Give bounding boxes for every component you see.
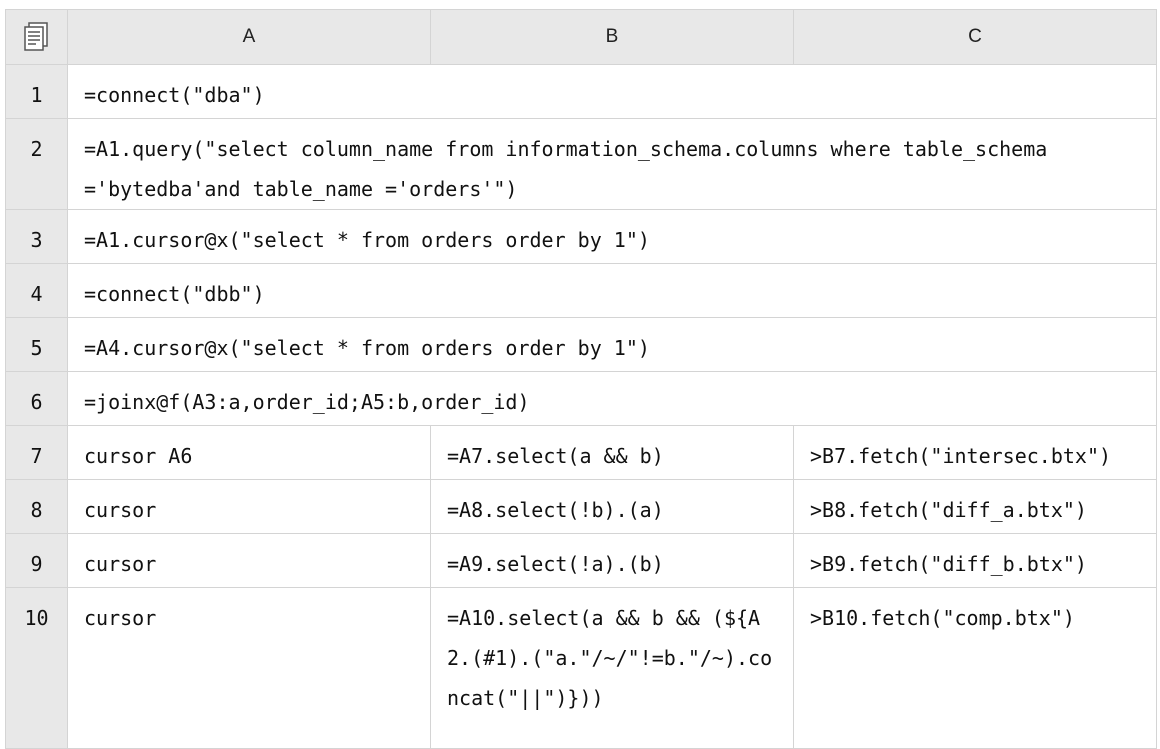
cell-b7-text: =A7.select(a && b) bbox=[447, 444, 664, 468]
cell-a6[interactable]: =joinx@f(A3:a,order_id;A5:b,order_id) bbox=[67, 371, 1157, 426]
cell-a10-text: cursor bbox=[84, 606, 157, 630]
cell-a8-text: cursor bbox=[84, 498, 157, 522]
row-number[interactable]: 3 bbox=[5, 209, 68, 264]
cell-b10[interactable]: =A10.select(a && b && (${A2.(#1).("a."/~… bbox=[430, 587, 794, 749]
sheet-menu-icon[interactable] bbox=[22, 21, 52, 53]
table-row: 6 =joinx@f(A3:a,order_id;A5:b,order_id) bbox=[5, 371, 1157, 426]
row-number-label: 5 bbox=[30, 336, 43, 360]
cell-a3-text: =A1.cursor@x("select * from orders order… bbox=[84, 228, 650, 252]
table-row: 8 cursor =A8.select(!b).(a) >B8.fetch("d… bbox=[5, 479, 1157, 534]
cell-b9-text: =A9.select(!a).(b) bbox=[447, 552, 664, 576]
row-number[interactable]: 10 bbox=[5, 587, 68, 749]
column-header-row: A B C bbox=[5, 9, 1157, 65]
column-header-b[interactable]: B bbox=[430, 9, 794, 65]
cell-c10-text: >B10.fetch("comp.btx") bbox=[810, 606, 1075, 630]
row-number-label: 1 bbox=[30, 83, 43, 107]
cell-b10-text: =A10.select(a && b && (${A2.(#1).("a."/~… bbox=[447, 606, 773, 710]
cell-b9[interactable]: =A9.select(!a).(b) bbox=[430, 533, 794, 588]
table-row: 3 =A1.cursor@x("select * from orders ord… bbox=[5, 209, 1157, 264]
row-number[interactable]: 8 bbox=[5, 479, 68, 534]
cell-b8[interactable]: =A8.select(!b).(a) bbox=[430, 479, 794, 534]
row-number-label: 4 bbox=[30, 282, 43, 306]
table-row: 5 =A4.cursor@x("select * from orders ord… bbox=[5, 317, 1157, 372]
cell-a1[interactable]: =connect("dba") bbox=[67, 64, 1157, 119]
row-number[interactable]: 6 bbox=[5, 371, 68, 426]
table-row: 9 cursor =A9.select(!a).(b) >B9.fetch("d… bbox=[5, 533, 1157, 588]
cell-a8[interactable]: cursor bbox=[67, 479, 431, 534]
table-row: 7 cursor A6 =A7.select(a && b) >B7.fetch… bbox=[5, 425, 1157, 480]
row-number-label: 10 bbox=[24, 606, 49, 630]
cell-a9-text: cursor bbox=[84, 552, 157, 576]
cell-c9[interactable]: >B9.fetch("diff_b.btx") bbox=[793, 533, 1157, 588]
column-header-a[interactable]: A bbox=[67, 9, 431, 65]
cell-c7-text: >B7.fetch("intersec.btx") bbox=[810, 444, 1112, 468]
row-number-label: 6 bbox=[30, 390, 43, 414]
row-number-label: 8 bbox=[30, 498, 43, 522]
cell-a7[interactable]: cursor A6 bbox=[67, 425, 431, 480]
table-row: 10 cursor =A10.select(a && b && (${A2.(#… bbox=[5, 587, 1157, 749]
cell-a1-text: =connect("dba") bbox=[84, 83, 265, 107]
table-row: 2 =A1.query("select column_name from inf… bbox=[5, 118, 1157, 210]
row-number-label: 9 bbox=[30, 552, 43, 576]
cell-a5[interactable]: =A4.cursor@x("select * from orders order… bbox=[67, 317, 1157, 372]
cell-a10[interactable]: cursor bbox=[67, 587, 431, 749]
table-row: 4 =connect("dbb") bbox=[5, 263, 1157, 318]
cell-a4-text: =connect("dbb") bbox=[84, 282, 265, 306]
row-number[interactable]: 9 bbox=[5, 533, 68, 588]
cell-b7[interactable]: =A7.select(a && b) bbox=[430, 425, 794, 480]
cell-a7-text: cursor A6 bbox=[84, 444, 193, 468]
row-number-label: 7 bbox=[30, 444, 43, 468]
cell-a9[interactable]: cursor bbox=[67, 533, 431, 588]
row-number[interactable]: 2 bbox=[5, 118, 68, 210]
column-header-c[interactable]: C bbox=[793, 9, 1157, 65]
row-number-label: 2 bbox=[30, 137, 43, 161]
cell-c8-text: >B8.fetch("diff_a.btx") bbox=[810, 498, 1087, 522]
spreadsheet-grid: A B C 1 =connect("dba") 2 =A1.query("sel… bbox=[5, 9, 1157, 749]
row-number[interactable]: 1 bbox=[5, 64, 68, 119]
cell-c9-text: >B9.fetch("diff_b.btx") bbox=[810, 552, 1087, 576]
cell-a2[interactable]: =A1.query("select column_name from infor… bbox=[67, 118, 1157, 210]
corner-cell[interactable] bbox=[5, 9, 68, 65]
cell-a5-text: =A4.cursor@x("select * from orders order… bbox=[84, 336, 650, 360]
cell-b8-text: =A8.select(!b).(a) bbox=[447, 498, 664, 522]
cell-c7[interactable]: >B7.fetch("intersec.btx") bbox=[793, 425, 1157, 480]
row-number[interactable]: 7 bbox=[5, 425, 68, 480]
cell-a2-text: =A1.query("select column_name from infor… bbox=[84, 137, 1060, 201]
row-number-label: 3 bbox=[30, 228, 43, 252]
row-number[interactable]: 4 bbox=[5, 263, 68, 318]
cell-a6-text: =joinx@f(A3:a,order_id;A5:b,order_id) bbox=[84, 390, 530, 414]
table-row: 1 =connect("dba") bbox=[5, 64, 1157, 119]
cell-c10[interactable]: >B10.fetch("comp.btx") bbox=[793, 587, 1157, 749]
cell-c8[interactable]: >B8.fetch("diff_a.btx") bbox=[793, 479, 1157, 534]
cell-a3[interactable]: =A1.cursor@x("select * from orders order… bbox=[67, 209, 1157, 264]
row-number[interactable]: 5 bbox=[5, 317, 68, 372]
cell-a4[interactable]: =connect("dbb") bbox=[67, 263, 1157, 318]
